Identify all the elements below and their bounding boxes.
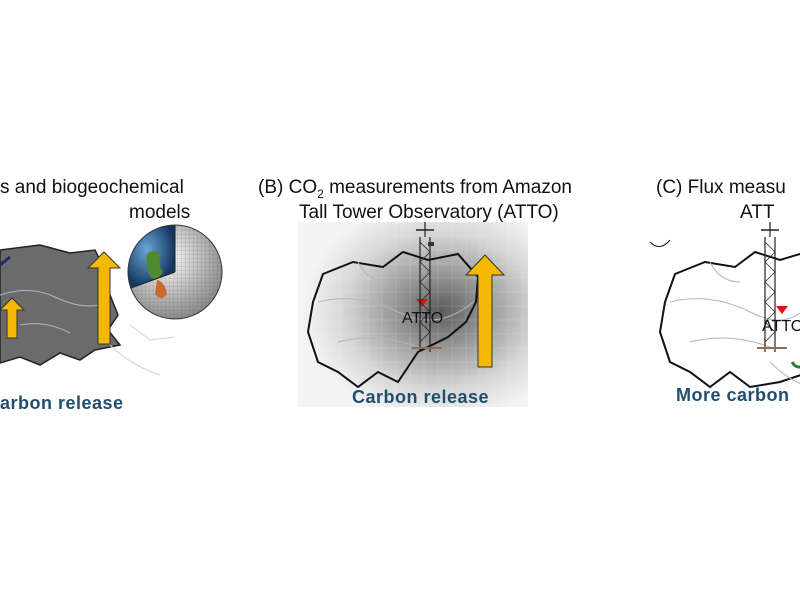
panel-c-heading-line1: (C) Flux measu [656,177,786,198]
panel-c-tower-label: ATTO [762,318,800,335]
panel-b-heading-line1: (B) CO2 measurements from Amazon [258,177,572,201]
panel-b-tower-label: ATTO [402,310,444,327]
upward-arrow-icon [86,251,122,345]
panel-c-heading-line2: ATT [740,202,775,223]
panel-b-heading-line2: Tall Tower Observatory (ATTO) [299,202,559,223]
upward-arrow-icon [464,254,506,368]
panel-c-map [649,239,800,389]
globe-icon [127,224,223,320]
panel-c-caption: More carbon [676,385,790,405]
panel-b-caption: Carbon release [352,387,490,407]
amazon-basin-outline [306,250,480,389]
panel-a-heading-line2: models [129,202,191,223]
panel-a-heading-line1: s and biogeochemical [0,177,184,198]
amazon-basin-shape [0,244,122,366]
tower-icon [412,222,442,352]
tower-icon [757,222,787,352]
site-marker-icon [776,306,788,314]
site-marker-icon [416,299,428,307]
panel-a-caption: arbon release [0,393,124,413]
panel-a-map [0,244,176,376]
upward-arrow-icon [0,297,26,339]
amazon-basin-outline [658,250,800,389]
